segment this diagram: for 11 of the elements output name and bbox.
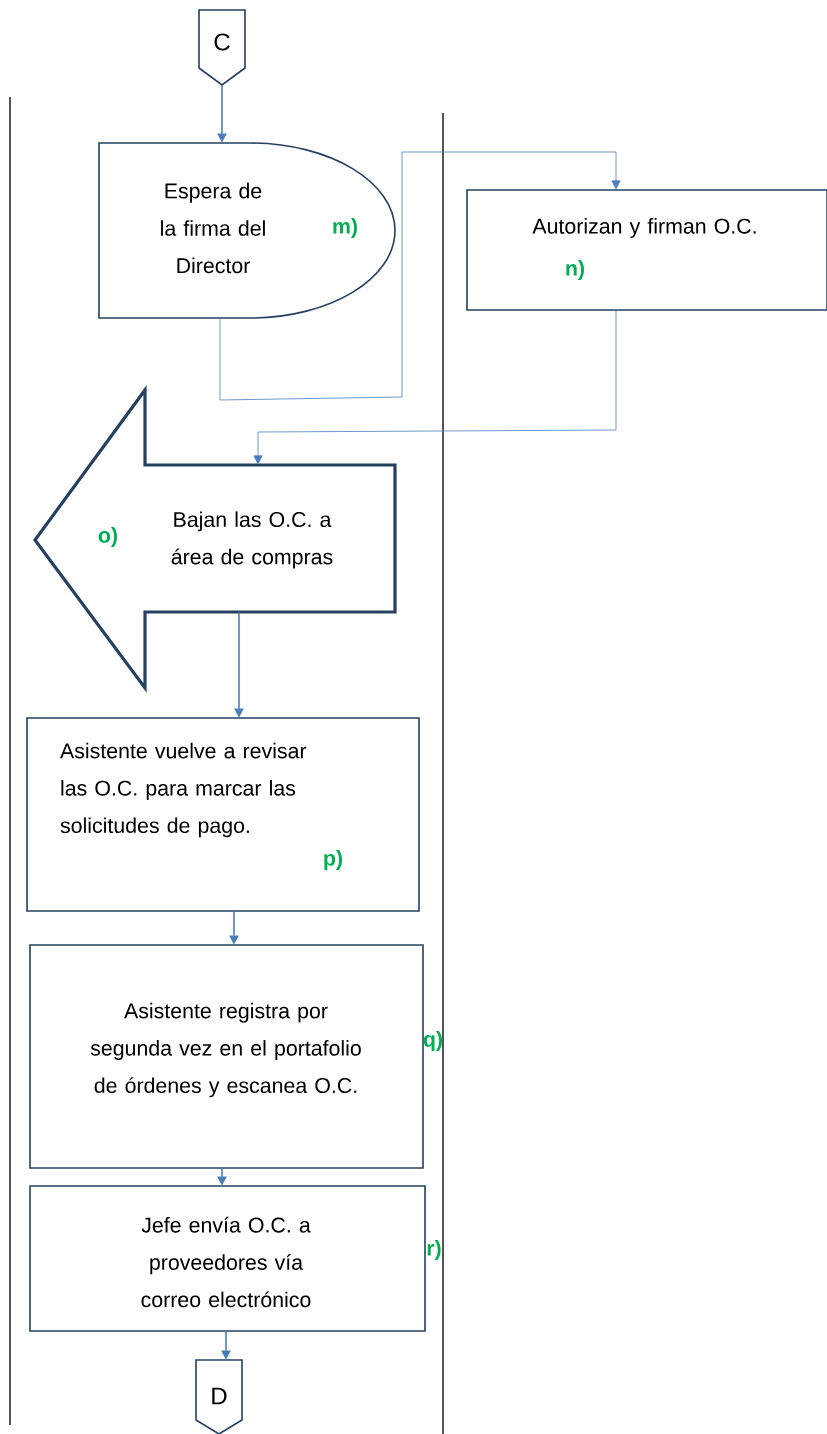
process-box: Asistente registra por segunda vez en el portafolio de órdenes y escanea O.C.: [29, 944, 424, 1169]
process-box: Jefe envía O.C. a proveedores vía correo electrónico: [29, 1185, 426, 1332]
off-page-connector: C: [198, 9, 246, 86]
step-label: o): [98, 527, 117, 547]
step-label: p): [324, 850, 342, 870]
off-page-connector: D: [195, 1359, 243, 1434]
step-label: n): [566, 260, 584, 280]
step-label: m): [333, 218, 357, 238]
step-label: r): [427, 1240, 441, 1260]
arrow: [253, 309, 617, 465]
arrow: [219, 151, 621, 401]
